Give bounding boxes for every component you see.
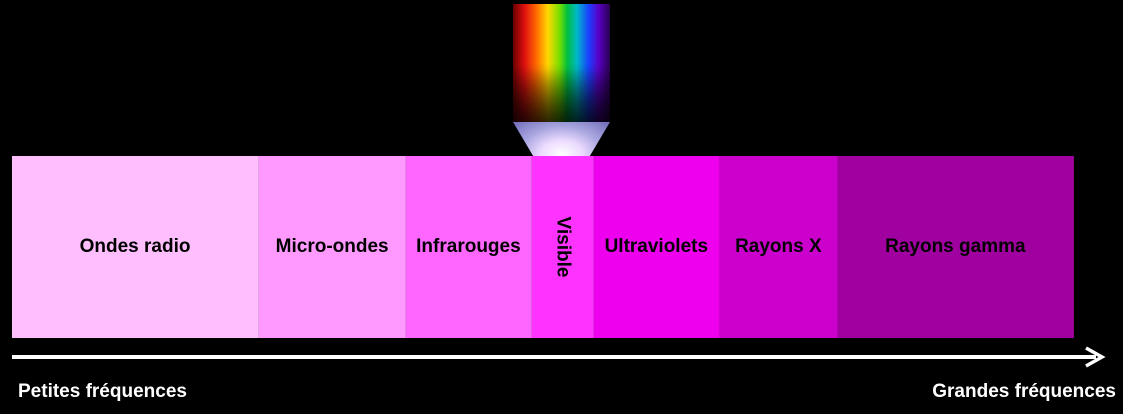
band-microwave: Micro-ondes xyxy=(259,156,407,338)
band-label-ultraviolet: Ultraviolets xyxy=(604,236,709,257)
frequency-axis-arrow xyxy=(12,346,1106,368)
high-frequency-label: Grandes fréquences xyxy=(932,381,1116,402)
electromagnetic-spectrum-strip: Ondes radio Micro-ondes Infrarouges Visi… xyxy=(12,156,1074,338)
band-radio: Ondes radio xyxy=(12,156,260,338)
band-infrared: Infrarouges xyxy=(406,156,532,338)
band-label-xray: Rayons X xyxy=(735,236,822,257)
band-label-radio: Ondes radio xyxy=(79,236,191,257)
band-visible: Visible xyxy=(531,156,594,338)
arrowhead-icon xyxy=(1085,346,1106,368)
band-label-microwave: Micro-ondes xyxy=(275,236,389,257)
band-label-gamma: Rayons gamma xyxy=(885,236,1026,257)
band-label-infrared: Infrarouges xyxy=(416,236,521,257)
visible-light-prism xyxy=(513,122,610,158)
band-ultraviolet: Ultraviolets xyxy=(593,156,721,338)
band-xray: Rayons X xyxy=(720,156,838,338)
band-gamma: Rayons gamma xyxy=(837,156,1074,338)
low-frequency-label: Petites fréquences xyxy=(18,381,187,402)
rainbow-fade-overlay xyxy=(513,4,610,122)
band-label-visible: Visible xyxy=(552,216,574,278)
